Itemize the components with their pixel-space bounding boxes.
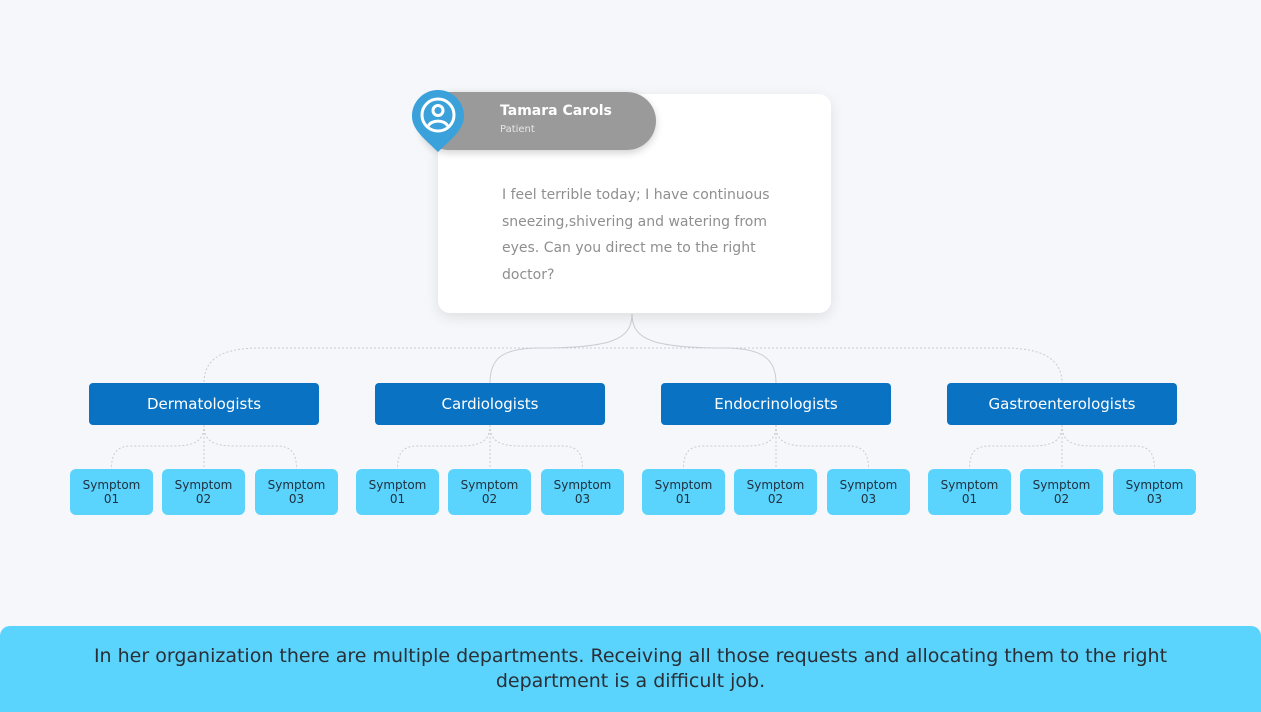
user-circle-pin-icon [409, 87, 467, 155]
symptom-number: 02 [195, 492, 212, 506]
connector-card-to-dermatologists [203, 347, 632, 384]
symptom-label: Symptom [746, 478, 805, 492]
patient-message: I feel terrible today; I have continuous… [502, 187, 770, 283]
symptom-number: 02 [481, 492, 498, 506]
connector-department-to-symptom [397, 424, 491, 470]
symptom-number: 01 [961, 492, 978, 506]
symptom-number: 01 [389, 492, 406, 506]
symptom-number: 03 [860, 492, 877, 506]
symptom-label: Symptom [82, 478, 141, 492]
footer-text: In her organization there are multiple d… [93, 645, 1168, 692]
department-gastroenterologists[interactable]: Gastroenterologists [947, 383, 1177, 425]
symptom-number: 03 [288, 492, 305, 506]
symptom-label: Symptom [267, 478, 326, 492]
symptom-label: Symptom [553, 478, 612, 492]
symptom-number: 03 [574, 492, 591, 506]
patient-role: Patient [500, 124, 535, 135]
connector-card-to-endocrinologists [631, 313, 777, 384]
footer-banner: In her organization there are multiple d… [0, 626, 1261, 712]
symptom-number: 02 [767, 492, 784, 506]
connector-department-to-symptom [775, 424, 869, 470]
connector-card-to-cardiologists [489, 313, 633, 384]
connector-department-to-symptom [489, 424, 583, 470]
symptom-label: Symptom [839, 478, 898, 492]
symptom-label: Symptom [368, 478, 427, 492]
symptom-label: Symptom [1032, 478, 1091, 492]
card-to-departments-connectors [203, 313, 1063, 384]
department-to-symptom-connectors [111, 424, 1155, 470]
department-dermatologists[interactable]: Dermatologists [89, 383, 319, 425]
symptom-number: 01 [103, 492, 120, 506]
symptom-number: 03 [1146, 492, 1163, 506]
connector-card-to-gastroenterologists [632, 347, 1063, 384]
connector-department-to-symptom [111, 424, 205, 470]
connector-department-to-symptom [969, 424, 1063, 470]
department-endocrinologists[interactable]: Endocrinologists [661, 383, 891, 425]
department-cardiologists[interactable]: Cardiologists [375, 383, 605, 425]
symptom-label: Symptom [174, 478, 233, 492]
symptom-label: Symptom [940, 478, 999, 492]
patient-name: Tamara Carols [500, 103, 612, 119]
connector-department-to-symptom [203, 424, 297, 470]
symptom-number: 02 [1053, 492, 1070, 506]
connector-department-to-symptom [1061, 424, 1155, 470]
connector-department-to-symptom [683, 424, 777, 470]
symptom-label: Symptom [654, 478, 713, 492]
symptom-label: Symptom [460, 478, 519, 492]
symptom-number: 01 [675, 492, 692, 506]
symptom-label: Symptom [1125, 478, 1184, 492]
